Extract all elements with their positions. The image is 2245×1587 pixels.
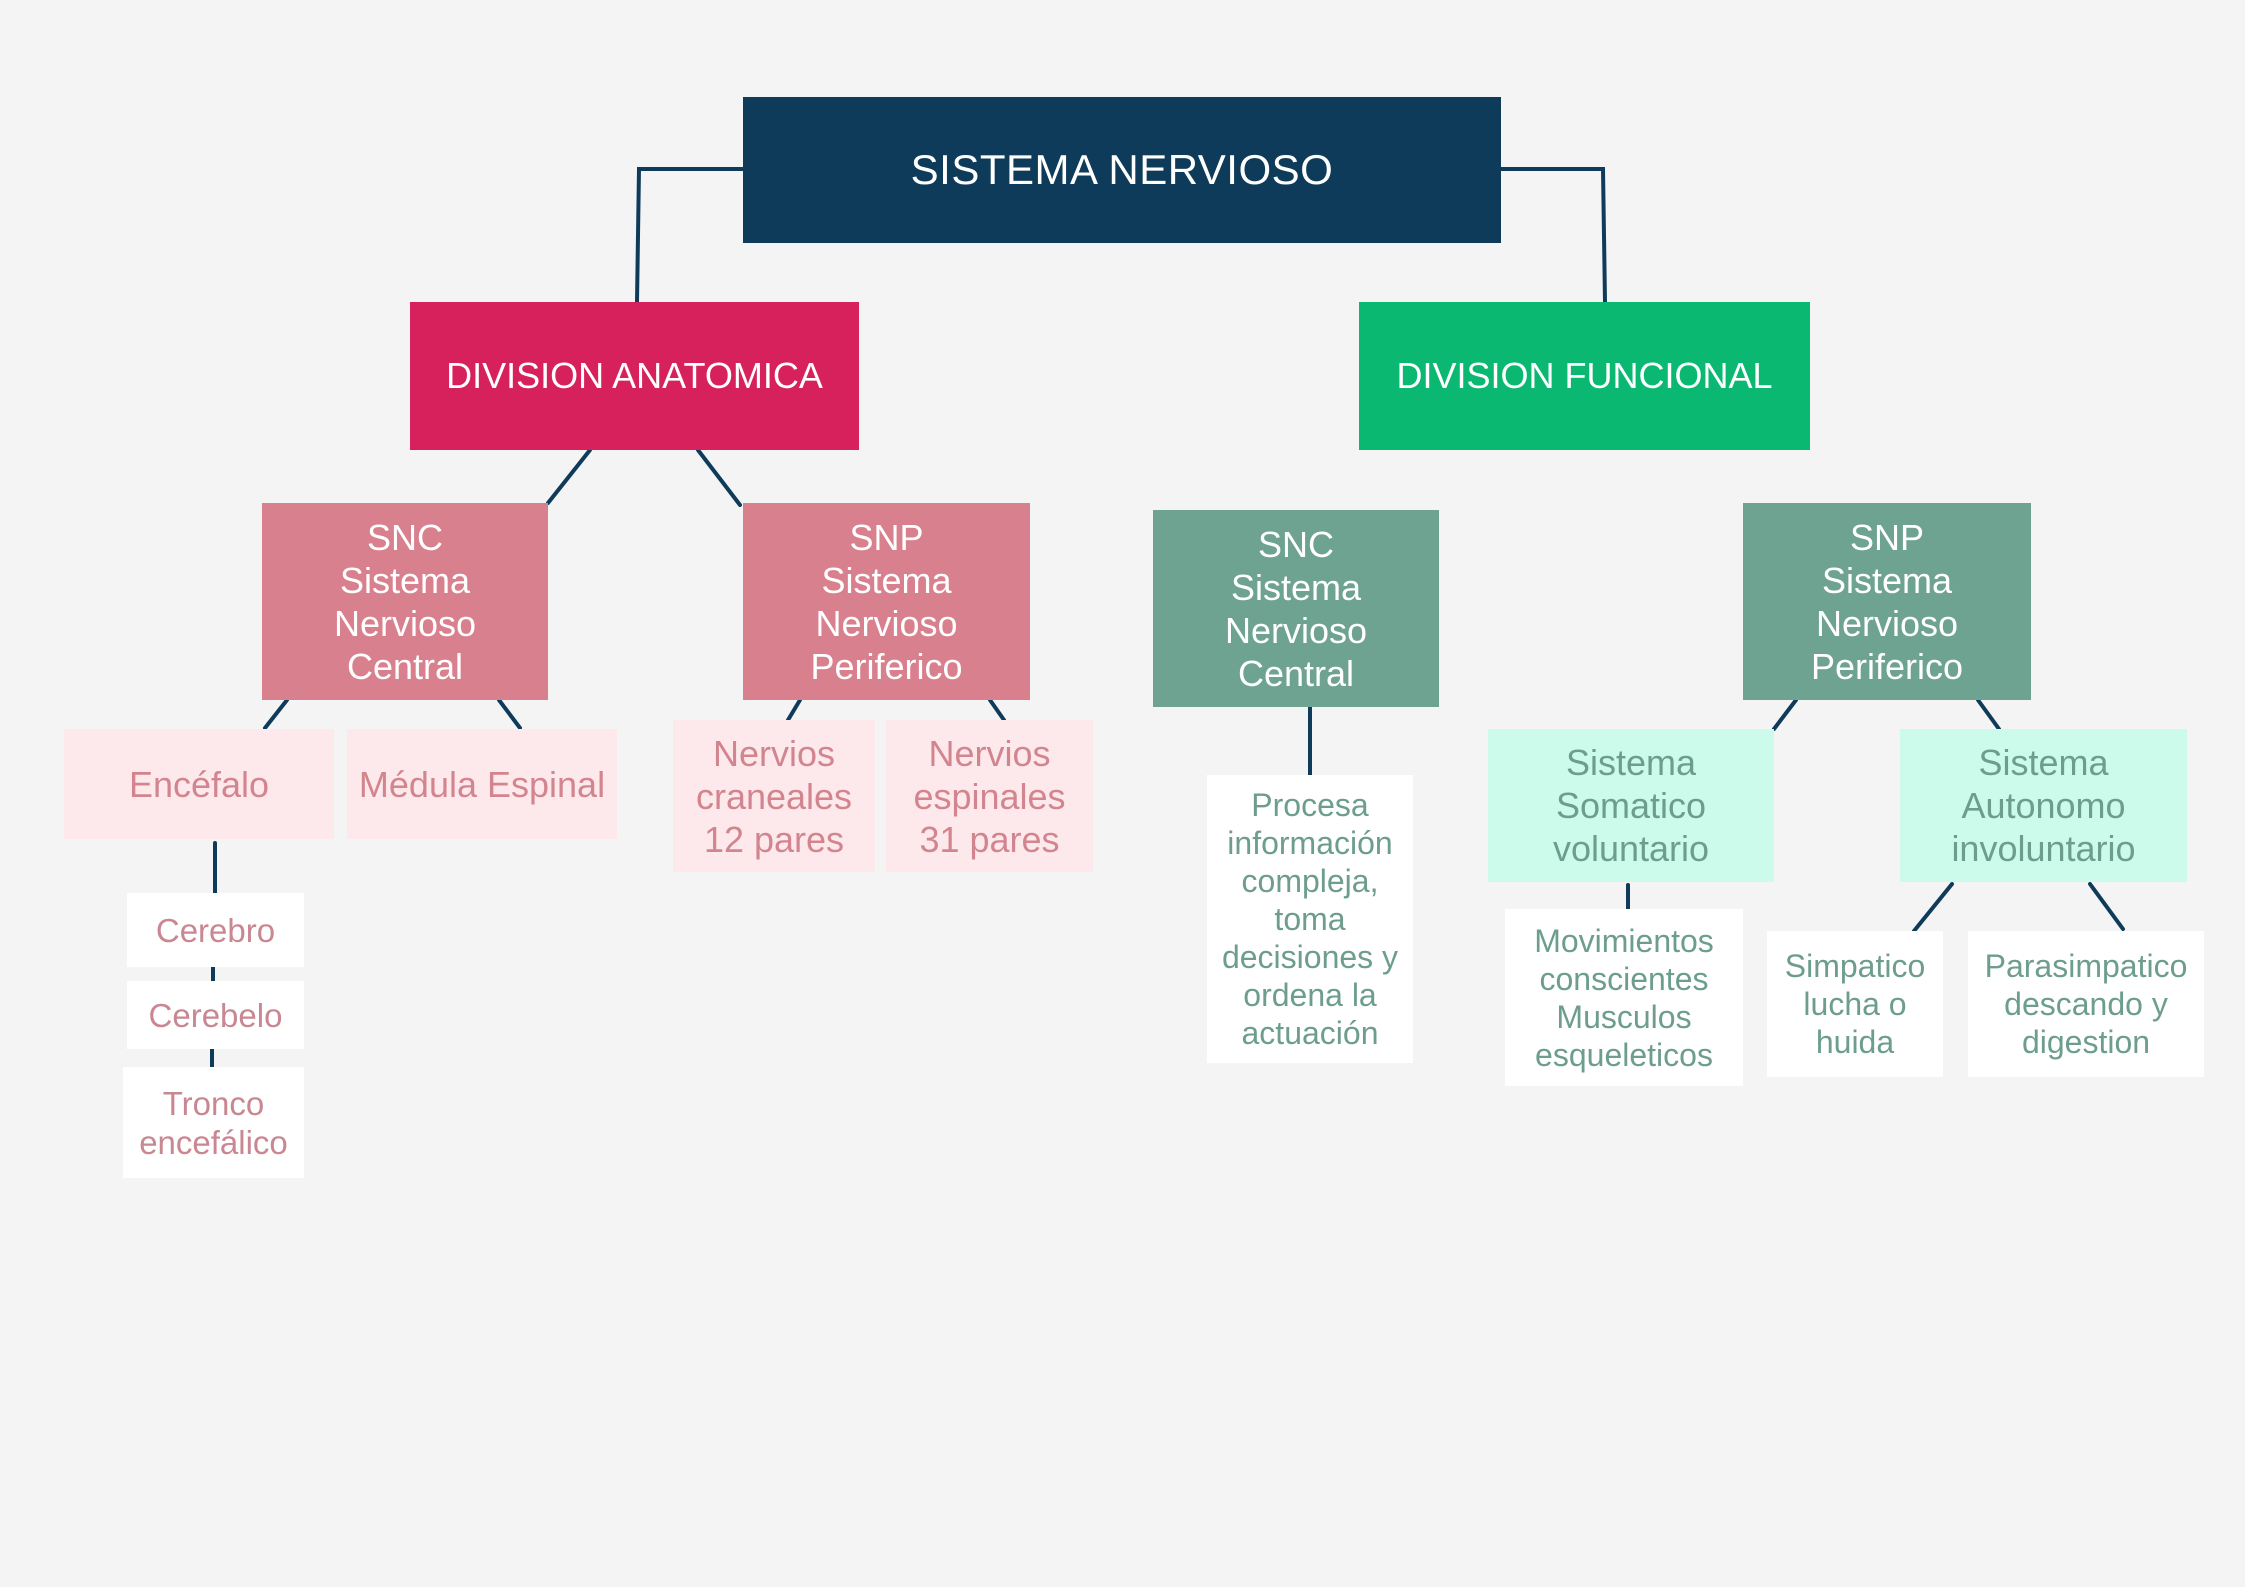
node-nervios-espinales: Nervios espinales 31 pares [886,720,1093,872]
snc-descripcion-label: Procesa información compleja, toma decis… [1221,787,1399,1051]
root-label: SISTEMA NERVIOSO [910,146,1334,193]
encefalo-label: Encéfalo [128,763,270,805]
node-division-anatomica: DIVISION ANATOMICA [410,302,859,450]
funcional-snc-label: SNC Sistema Nervioso Central [1224,523,1368,694]
parasimpatico-label: Parasimpatico descando y digestion [1984,948,2188,1060]
node-encefalo: Encéfalo [64,729,334,839]
root-node-sistema-nervioso: SISTEMA NERVIOSO [743,97,1501,243]
connector-autonomo-simpatico [1912,882,1954,933]
node-division-funcional: DIVISION FUNCIONAL [1359,302,1810,450]
simpatico-label: Simpatico lucha o huida [1784,948,1926,1060]
connector-snp-craneales [786,698,802,722]
node-nervios-craneales: Nervios craneales 12 pares [673,720,875,872]
node-snc-descripcion: Procesa información compleja, toma decis… [1207,775,1413,1063]
division-anatomica-label: DIVISION ANATOMICA [446,355,823,396]
sistema-somatico-label: Sistema Somatico voluntario [1552,742,1710,869]
node-anatomica-snp: SNP Sistema Nervioso Periferico [743,503,1030,700]
node-cerebro: Cerebro [127,893,304,967]
node-sistema-autonomo: Sistema Autonomo involuntario [1900,729,2187,882]
node-funcional-snc: SNC Sistema Nervioso Central [1153,510,1439,707]
connector-root-funcional [1499,167,1607,304]
connector-autonomo-parasimpatico [2088,882,2125,931]
node-anatomica-snc: SNC Sistema Nervioso Central [262,503,548,700]
connector-snp-espinales [988,698,1006,722]
anatomica-snp-label: SNP Sistema Nervioso Periferico [810,516,963,687]
node-medula-espinal: Médula Espinal [347,729,617,839]
connector-snc-medula [497,698,522,730]
connector-anatomica-snp [696,448,742,507]
node-movimientos: Movimientos conscientes Musculos esquele… [1505,909,1743,1086]
connector-snc-encefalo [263,698,289,730]
movimientos-label: Movimientos conscientes Musculos esquele… [1534,922,1714,1073]
node-tronco-encefalico: Tronco encefálico [123,1067,304,1178]
tronco-encefalico-label: Tronco encefálico [139,1084,288,1161]
connector-snp-autonomo [1976,698,2001,731]
sistema-autonomo-label: Sistema Autonomo involuntario [1951,742,2136,869]
cerebro-label: Cerebro [155,911,276,949]
funcional-snp-label: SNP Sistema Nervioso Periferico [1810,516,1964,687]
nervios-craneales-label: Nervios craneales 12 pares [695,732,853,860]
connector-snp-somatico [1772,698,1798,731]
medula-espinal-label: Médula Espinal [358,763,606,805]
node-funcional-snp: SNP Sistema Nervioso Periferico [1743,503,2031,700]
nervios-espinales-label: Nervios espinales 31 pares [913,732,1066,860]
node-parasimpatico: Parasimpatico descando y digestion [1968,931,2204,1077]
cerebelo-label: Cerebelo [148,996,283,1034]
connector-root-anatomica [635,167,745,304]
anatomica-snc-label: SNC Sistema Nervioso Central [333,516,477,687]
division-funcional-label: DIVISION FUNCIONAL [1396,355,1773,396]
node-sistema-somatico: Sistema Somatico voluntario [1488,729,1774,882]
node-simpatico: Simpatico lucha o huida [1767,931,1943,1077]
connector-anatomica-snc [546,448,592,505]
node-cerebelo: Cerebelo [127,981,304,1049]
